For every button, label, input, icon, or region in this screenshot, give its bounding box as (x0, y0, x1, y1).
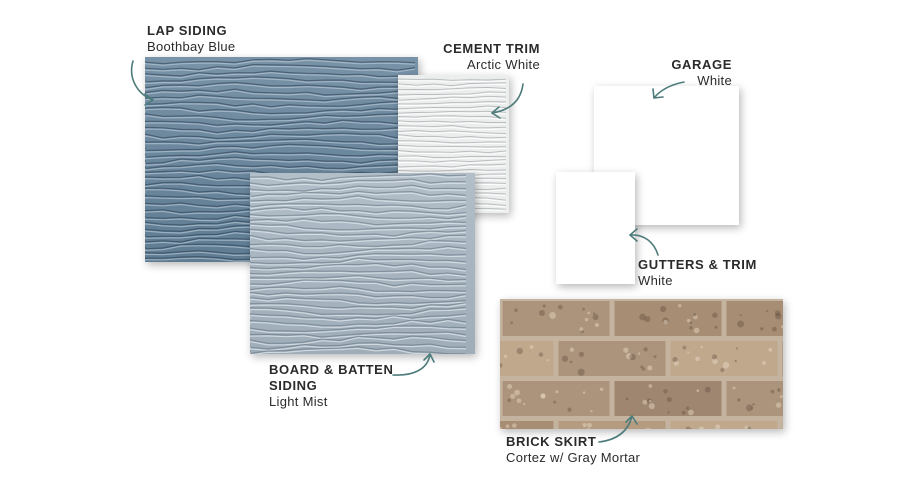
garage-color: White (697, 73, 732, 88)
board-batten-arrow-icon (392, 353, 435, 376)
cement-trim-label: CEMENT TRIM Arctic White (420, 41, 540, 73)
gutters-trim-title: GUTTERS & TRIM (638, 257, 757, 272)
gutters-trim-color: White (638, 273, 673, 288)
brick-skirt-swatch (500, 299, 783, 429)
lap-siding-title: LAP SIDING (147, 23, 228, 38)
cement-trim-color: Arctic White (467, 57, 540, 72)
cement-trim-arrow-icon (491, 83, 524, 119)
brick-skirt-label: BRICK SKIRT Cortez w/ Gray Mortar (506, 434, 640, 466)
lap-siding-label: LAP SIDING Boothbay Blue (147, 23, 235, 55)
board-batten-color: Light Mist (269, 394, 328, 409)
gutters-trim-swatch (556, 172, 635, 284)
board-batten-title-line1: BOARD & BATTEN (269, 362, 394, 377)
garage-title: GARAGE (671, 57, 732, 72)
brick-skirt-color: Cortez w/ Gray Mortar (506, 450, 641, 465)
gutters-trim-arrow-icon (629, 228, 659, 256)
lap-siding-color: Boothbay Blue (147, 39, 236, 54)
board-batten-title-line2: SIDING (269, 378, 318, 393)
board-batten-label: BOARD & BATTEN SIDING Light Mist (269, 362, 393, 410)
garage-arrow-icon (652, 81, 685, 99)
lap-siding-swatch (145, 57, 418, 262)
brick-skirt-arrow-icon (598, 415, 638, 443)
cement-trim-title: CEMENT TRIM (443, 41, 540, 56)
garage-label: GARAGE White (640, 57, 732, 89)
board-batten-swatch (250, 173, 475, 354)
gutters-trim-label: GUTTERS & TRIM White (638, 257, 757, 289)
lap-siding-arrow-icon (130, 60, 154, 106)
brick-skirt-title: BRICK SKIRT (506, 434, 597, 449)
